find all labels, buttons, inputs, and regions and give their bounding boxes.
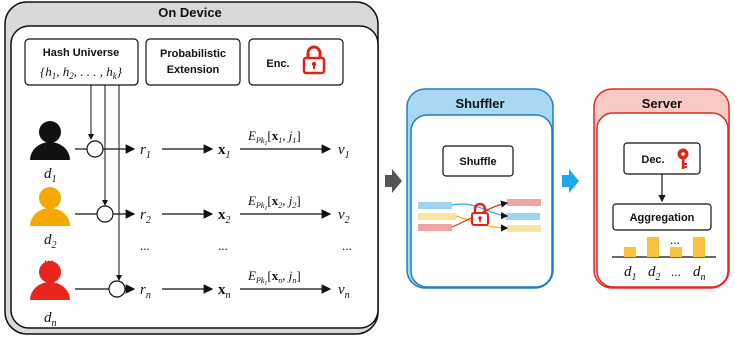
on-device-title: On Device xyxy=(158,5,222,20)
hash-universe-box: Hash Universe {h1, h2, . . . , hk} xyxy=(24,38,139,86)
r-label-2: r2 xyxy=(140,207,151,226)
ellipsis-r: ... xyxy=(140,238,150,253)
prob-ext-line1: Probabilistic xyxy=(160,48,226,60)
hash-universe-label: Hash Universe xyxy=(43,47,119,59)
hash-universe-set: {h1, h2, . . . , hk} xyxy=(40,64,123,81)
user-icon-n xyxy=(30,261,70,300)
enc-box: Enc. xyxy=(248,38,344,86)
hist-bar-3 xyxy=(670,247,682,257)
shuffle-graphic xyxy=(418,199,541,232)
r-label-1: r1 xyxy=(140,142,151,161)
aggregation-box: Aggregation xyxy=(612,203,712,231)
v-label-2: v2 xyxy=(338,207,350,226)
ellipsis-users: ... xyxy=(44,250,54,265)
ellipsis-v: ... xyxy=(342,238,352,253)
user-icon-2 xyxy=(30,187,70,226)
hist-ellipsis: ... xyxy=(670,232,680,247)
arrow-to-shuffler xyxy=(385,169,402,193)
shuffler-lock-icon xyxy=(471,202,489,226)
hist-bar-1 xyxy=(624,247,636,257)
r-label-n: rn xyxy=(140,282,151,301)
enc-label: Enc. xyxy=(266,58,289,70)
user-icon-1 xyxy=(30,121,70,160)
shuffle-label: Shuffle xyxy=(459,156,496,168)
ellipsis-x: ... xyxy=(218,238,228,253)
ellipsis-row: ... ... ... ... xyxy=(44,238,352,265)
hash-lines xyxy=(88,85,122,281)
dec-box: Dec. xyxy=(623,142,701,175)
hist-label-ellipsis: ... xyxy=(671,264,681,279)
dec-label: Dec. xyxy=(641,154,664,166)
hist-bar-4 xyxy=(693,237,705,257)
arrow-to-server xyxy=(562,169,579,193)
shuffler-title: Shuffler xyxy=(455,96,504,111)
aggregation-label: Aggregation xyxy=(630,212,695,224)
v-label-1: v1 xyxy=(338,142,350,161)
probabilistic-extension-box: Probabilistic Extension xyxy=(145,38,241,86)
v-label-n: vn xyxy=(338,282,350,301)
lock-icon xyxy=(302,45,326,75)
prob-ext-line2: Extension xyxy=(167,64,220,76)
key-icon xyxy=(677,148,689,169)
shuffler-panel: Shuffler Shuffle xyxy=(406,88,554,289)
server-title: Server xyxy=(642,96,682,111)
hist-bar-2 xyxy=(647,237,659,257)
